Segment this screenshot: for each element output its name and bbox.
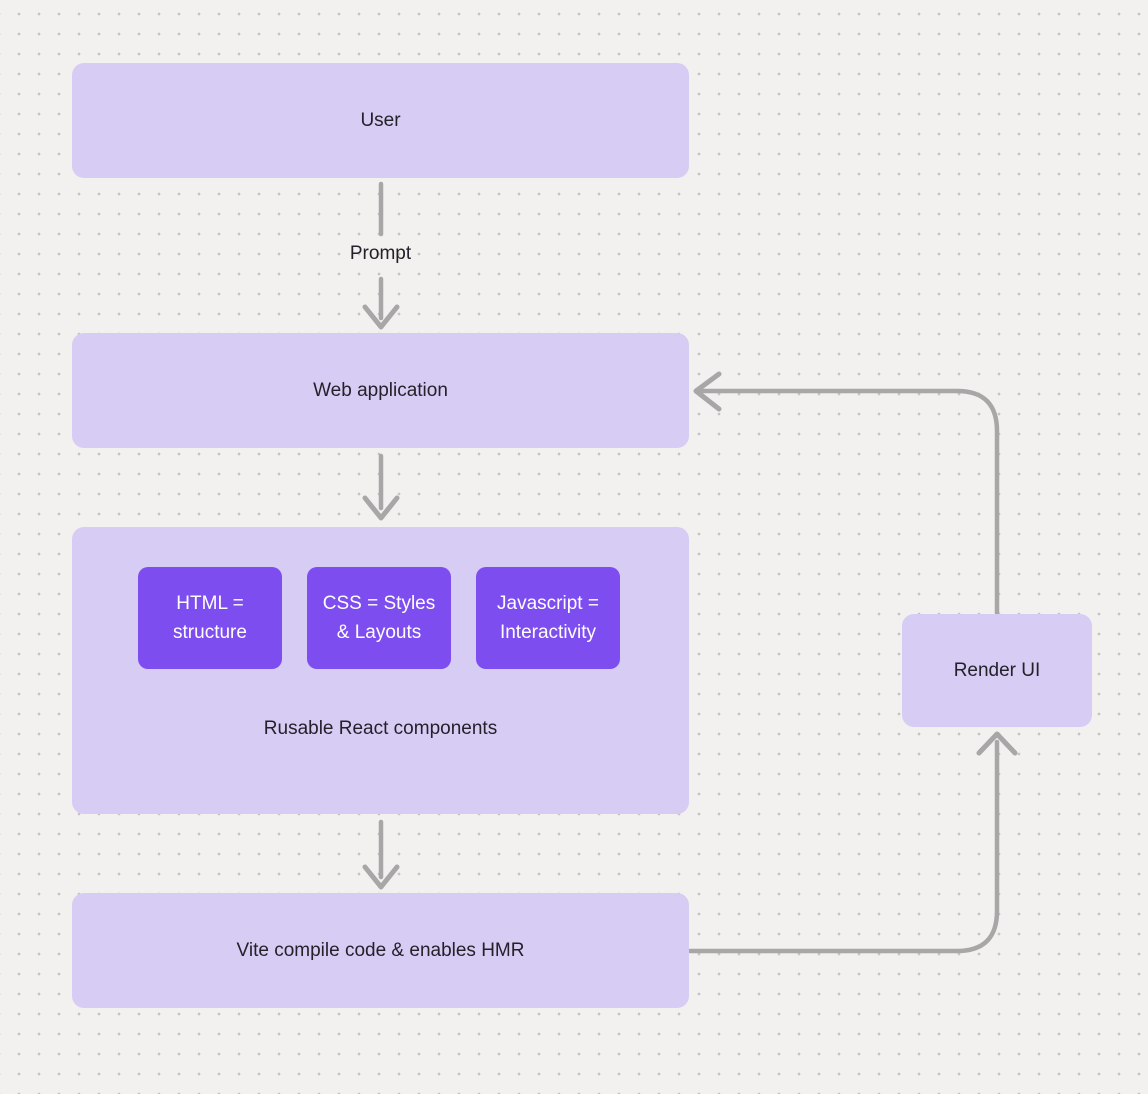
node-html-label-line1: HTML = (176, 593, 244, 614)
edge-components-to-vite[interactable] (362, 819, 400, 890)
node-css[interactable]: CSS = Styles & Layouts (307, 567, 451, 669)
node-render-ui-label: Render UI (953, 659, 1041, 681)
node-css-label-line1: CSS = Styles (322, 593, 436, 614)
node-web-application-label: Web application (313, 379, 448, 401)
node-html[interactable]: HTML = structure (138, 567, 282, 669)
node-javascript-label-line1: Javascript = (497, 593, 599, 614)
node-javascript[interactable]: Javascript = Interactivity (476, 567, 620, 669)
node-web-application[interactable]: Web application (72, 333, 689, 448)
node-render-ui[interactable]: Render UI (902, 614, 1092, 727)
node-javascript-label-line2: Interactivity (499, 622, 597, 643)
node-vite-label: Vite compile code & enables HMR (236, 939, 525, 961)
components-group-label: Rusable React components (263, 718, 498, 739)
node-css-label-line2: & Layouts (336, 622, 422, 643)
arrowhead-down-icon (362, 864, 400, 890)
node-vite[interactable]: Vite compile code & enables HMR (72, 893, 689, 1008)
arrowhead-down-icon (362, 495, 400, 521)
node-user-label: User (360, 109, 401, 131)
edge-web-application-to-components[interactable] (362, 453, 400, 521)
node-user[interactable]: User (72, 63, 689, 178)
edge-segment[interactable] (687, 739, 1000, 954)
node-components-group[interactable]: HTML = structure CSS = Styles & Layouts … (72, 527, 689, 814)
node-html-label-line2: structure (173, 622, 247, 643)
arrowhead-down-icon (362, 304, 400, 330)
components-chip-row: HTML = structure CSS = Styles & Layouts … (138, 567, 623, 669)
arrowhead-left-icon (693, 371, 722, 412)
edge-segment[interactable] (699, 388, 1000, 616)
edge-render-ui-to-web-application[interactable] (693, 371, 1000, 616)
arrowhead-up-icon (976, 731, 1018, 756)
edge-user-to-web-application[interactable] (362, 181, 400, 330)
edge-prompt-label: Prompt (349, 243, 412, 264)
edge-vite-to-render-ui[interactable] (687, 731, 1018, 954)
